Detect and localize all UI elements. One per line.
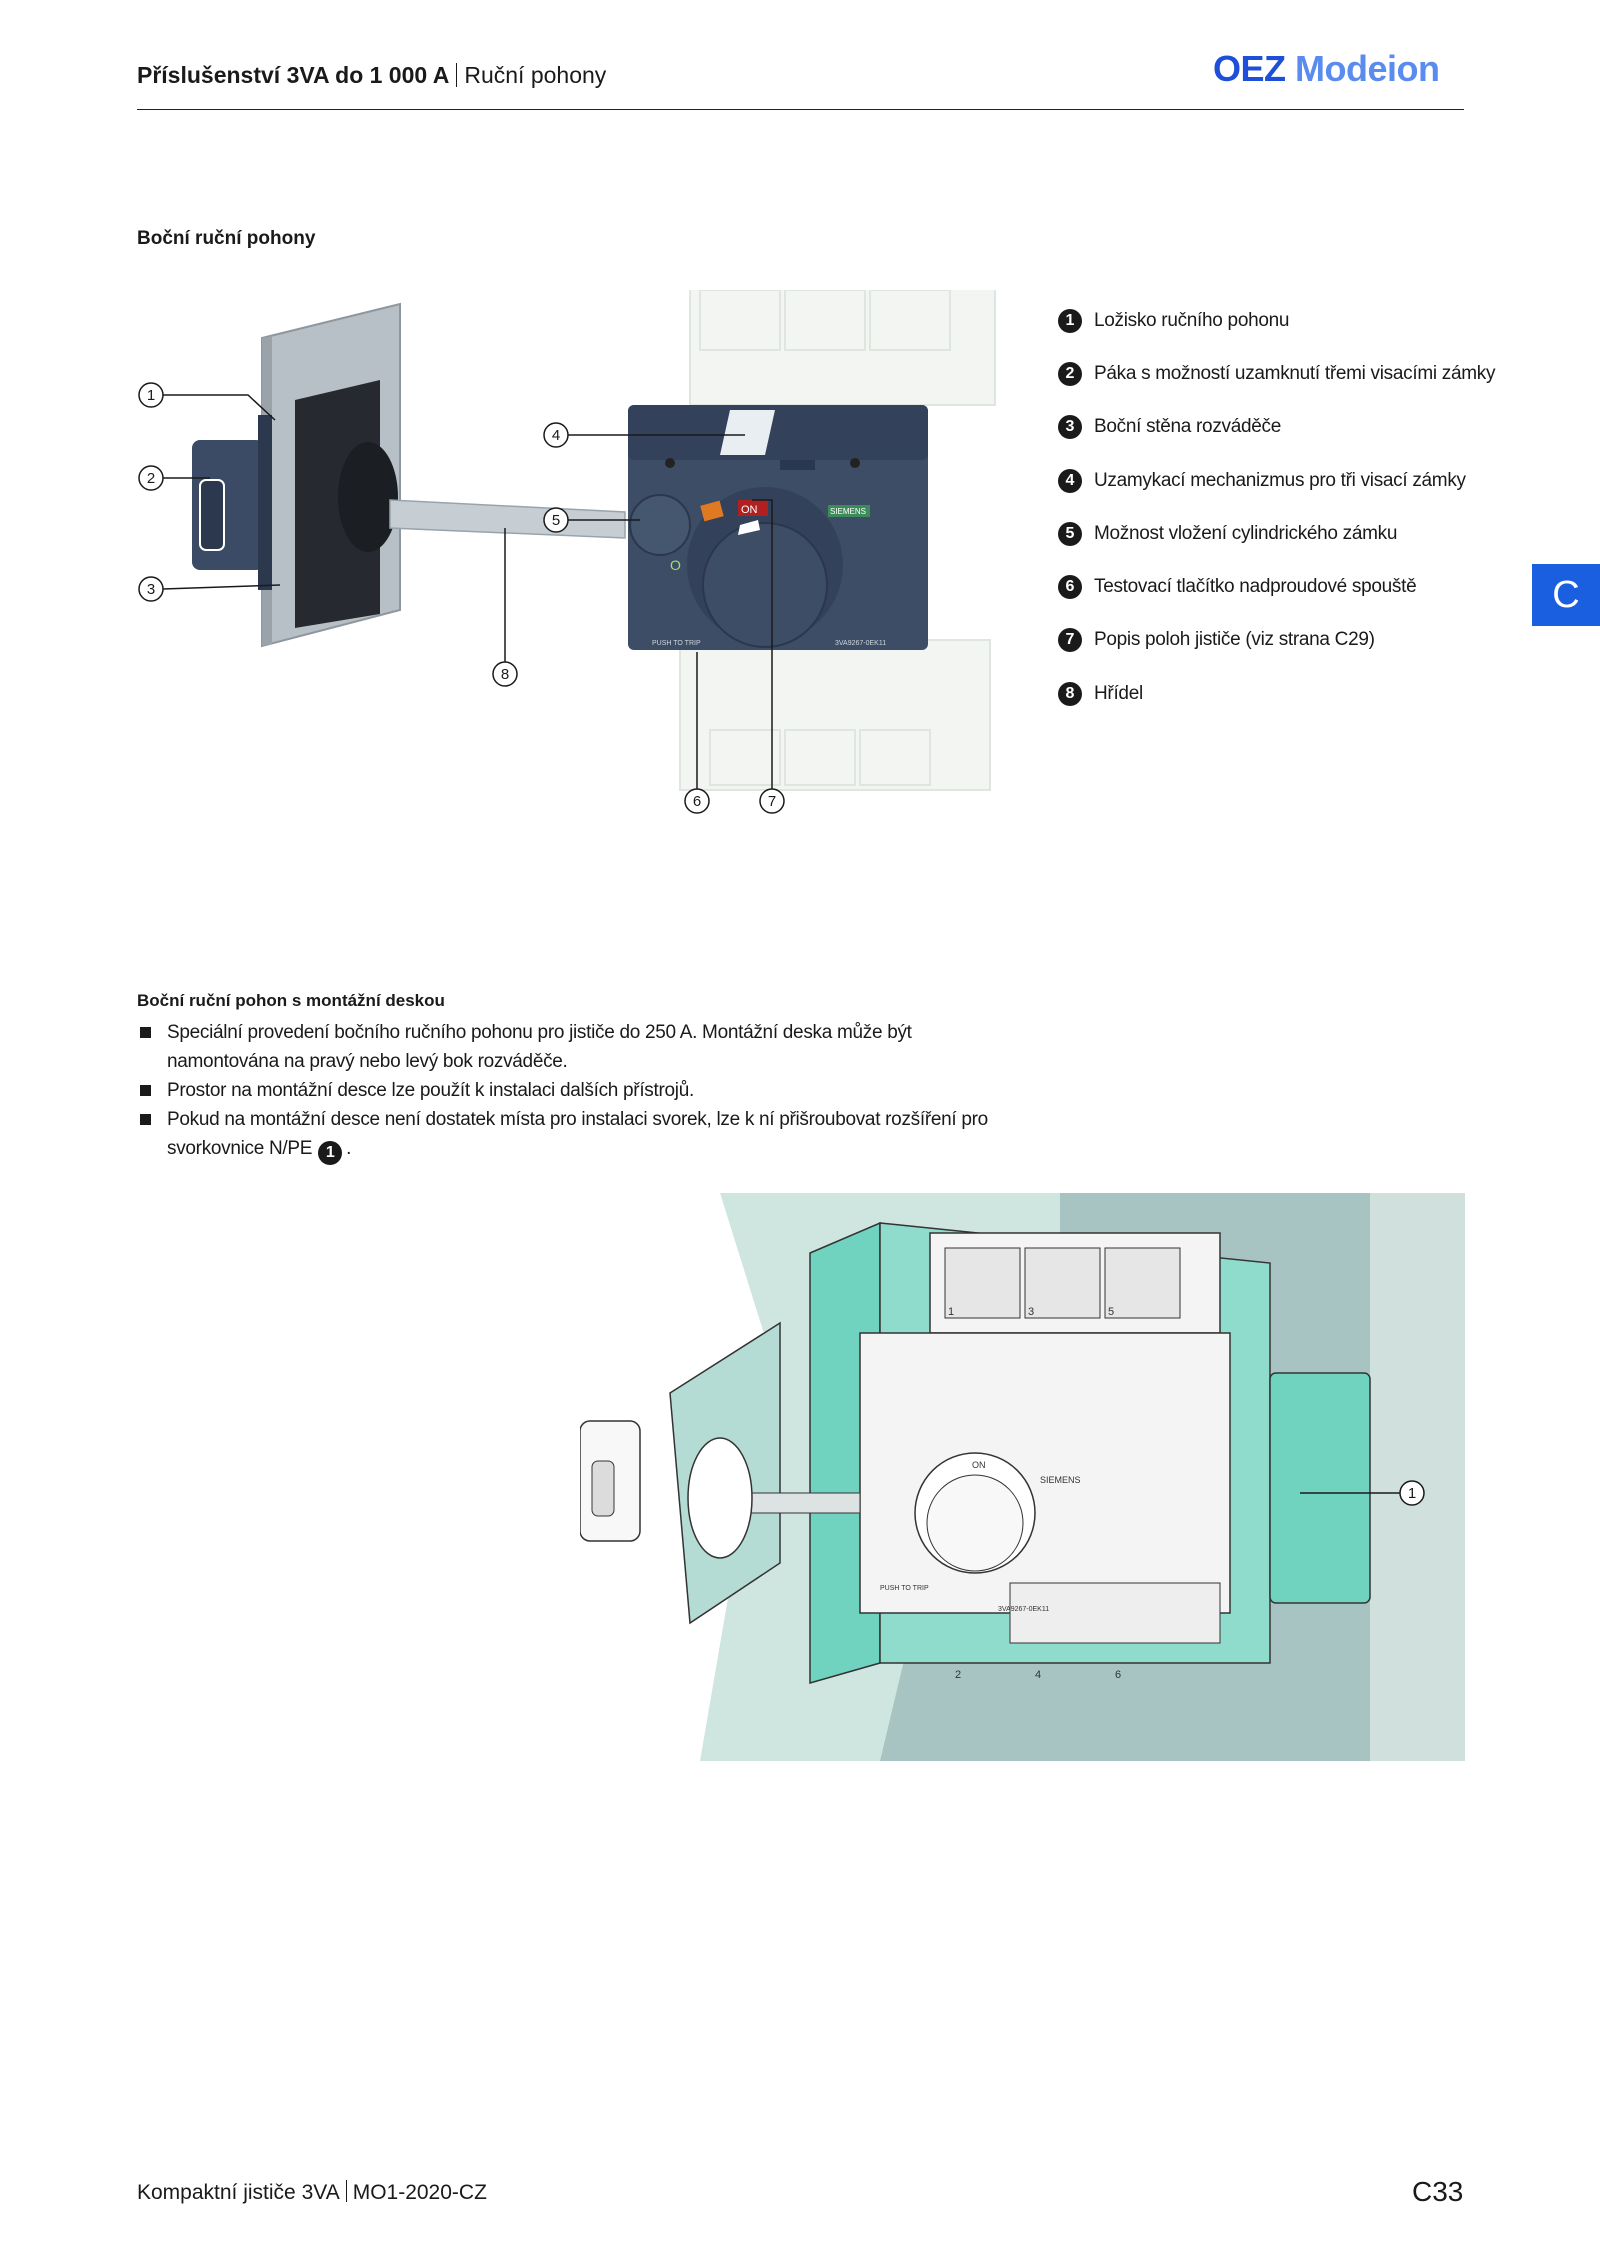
terminal-numbers: 1 3 5 2 4 6 [948, 1306, 1121, 1681]
bullet-item: Speciální provedení bočního ručního poho… [137, 1018, 1017, 1076]
off-label: O [670, 557, 681, 573]
callout-1 [138, 382, 164, 408]
bullet-text: Prostor na montážní desce lze použít k i… [167, 1080, 694, 1101]
callout-3 [138, 576, 164, 602]
breaker-body-2 [859, 1332, 1231, 1614]
bullet-text: Speciální provedení bočního ručního poho… [167, 1022, 912, 1072]
bullet-list: Speciální provedení bočního ručního poho… [137, 1018, 1017, 1165]
bullet-end: . [346, 1138, 352, 1159]
legend-number: 7 [1058, 628, 1082, 653]
callout-5-label: 5 [552, 512, 560, 529]
callout-1b-label: 1 [1408, 1485, 1416, 1502]
terminal-number: 2 [955, 1669, 961, 1681]
callout-8-label: 8 [501, 666, 509, 683]
callout-8 [492, 661, 518, 687]
mounting-plate-illustration: SIEMENS ON PUSH TO TRIP 3VA9267-0EK11 1 … [580, 1193, 1465, 1761]
terminal-number: 5 [1108, 1306, 1114, 1318]
bullet-text: Pokud na montážní desce není dostatek mí… [167, 1109, 988, 1159]
callout-3-label: 3 [147, 581, 155, 598]
breaker-ghost [679, 290, 996, 791]
callout-4 [543, 422, 569, 448]
legend-number: 8 [1058, 681, 1082, 706]
legend-number: 1 [1058, 308, 1082, 333]
logo-product: Modeion [1295, 48, 1440, 89]
callout-4-label: 4 [552, 427, 560, 444]
callout-6 [684, 788, 710, 814]
legend-text: Páka s možností uzamknutí třemi visacími… [1094, 362, 1496, 384]
footer-doc-code: MO1-2020-CZ [352, 2181, 487, 2204]
legend-text: Možnost vložení cylindrického zámku [1094, 522, 1398, 544]
shaft [389, 499, 626, 539]
header-divider [137, 109, 1464, 110]
chapter-tab: C [1532, 564, 1600, 626]
logo-brand: OEZ [1213, 48, 1286, 89]
legend-number: 5 [1058, 521, 1082, 546]
model-label: 3VA9267-0EK11 [835, 640, 886, 647]
terminal-number: 4 [1035, 1669, 1041, 1681]
callout-5 [543, 507, 569, 533]
legend-text: Uzamykací mechanizmus pro tři visací zám… [1094, 469, 1466, 491]
header-title-regular: Ruční pohony [464, 62, 607, 88]
device-brand-2: SIEMENS [1040, 1475, 1081, 1485]
legend: 1 Ložisko ručního pohonu 2 Páka s možností… [1058, 294, 1495, 720]
legend-item: 8 Hřídel [1058, 667, 1478, 720]
legend-number: 3 [1058, 415, 1082, 440]
device-brand: SIEMENS [830, 507, 866, 516]
callout-6-label: 6 [693, 793, 701, 810]
callout-7-label: 7 [768, 793, 776, 810]
brand-logo: OEZ Modeion [1213, 48, 1440, 90]
header-separator [456, 63, 458, 87]
leader-lines [162, 394, 773, 789]
legend-text: Hřídel [1094, 682, 1143, 704]
legend-item: 5 Možnost vložení cylindrického zámku [1058, 507, 1478, 560]
bullet-square [140, 1114, 151, 1125]
dial-on-label-2: ON [972, 1460, 986, 1470]
inline-ref-badge: 1 [318, 1140, 343, 1165]
model-label-2: 3VA9267-0EK11 [998, 1606, 1049, 1613]
side-drive-illustration: ON SIEMENS O PUSH TO TRIP 3VA9267-0EK11 … [138, 290, 996, 814]
callout-2 [138, 465, 164, 491]
terminal-number: 1 [948, 1306, 954, 1318]
footer-doc-title: Kompaktní jističe 3VA [137, 2181, 340, 2204]
bullet-item: Pokud na montážní desce není dostatek mí… [137, 1105, 1017, 1165]
legend-number: 4 [1058, 468, 1082, 493]
terminal-extension [1269, 1372, 1371, 1604]
callout-1b [1399, 1480, 1425, 1506]
trip-label: PUSH TO TRIP [652, 640, 701, 647]
header-title: Příslušenství 3VA do 1 000 A Ruční pohony [137, 60, 606, 90]
legend-item: 3 Boční stěna rozváděče [1058, 401, 1478, 454]
section2-title: Boční ruční pohon s montážní deskou [137, 991, 445, 1010]
header-title-bold: Příslušenství 3VA do 1 000 A [137, 62, 450, 88]
legend-text: Testovací tlačítko nadproudové spouště [1094, 576, 1417, 598]
terminal-number: 6 [1115, 1669, 1121, 1681]
legend-item: 6 Testovací tlačítko nadproudové spouště [1058, 560, 1478, 613]
page-number: C33 [1412, 2176, 1464, 2207]
callout-2-label: 2 [147, 470, 155, 487]
trip-label-2: PUSH TO TRIP [880, 1585, 929, 1592]
footer-left: Kompaktní jističe 3VA MO1-2020-CZ [137, 2180, 487, 2205]
terminal-number: 3 [1028, 1306, 1034, 1318]
legend-number: 2 [1058, 361, 1082, 386]
footer-separator [345, 2180, 347, 2202]
legend-text: Ložisko ručního pohonu [1094, 309, 1290, 331]
bullet-square [140, 1027, 151, 1038]
bullet-square [140, 1085, 151, 1096]
bullet-item: Prostor na montážní desce lze použít k i… [137, 1076, 1017, 1105]
legend-number: 6 [1058, 575, 1082, 600]
legend-item: 7 Popis poloh jističe (viz strana C29) [1058, 614, 1478, 667]
legend-text: Boční stěna rozváděče [1094, 416, 1281, 438]
dial-on-label: ON [741, 504, 758, 516]
legend-text: Popis poloh jističe (viz strana C29) [1094, 629, 1375, 651]
section1-title: Boční ruční pohony [137, 228, 316, 249]
callout-7 [759, 788, 785, 814]
callout-1-label: 1 [147, 387, 155, 404]
legend-item: 4 Uzamykací mechanizmus pro tři visací zá… [1058, 454, 1478, 507]
bearing-plate [295, 380, 380, 628]
legend-item: 1 Ložisko ručního pohonu [1058, 294, 1478, 347]
legend-item: 2 Páka s možností uzamknutí třemi visacím… [1058, 347, 1495, 400]
